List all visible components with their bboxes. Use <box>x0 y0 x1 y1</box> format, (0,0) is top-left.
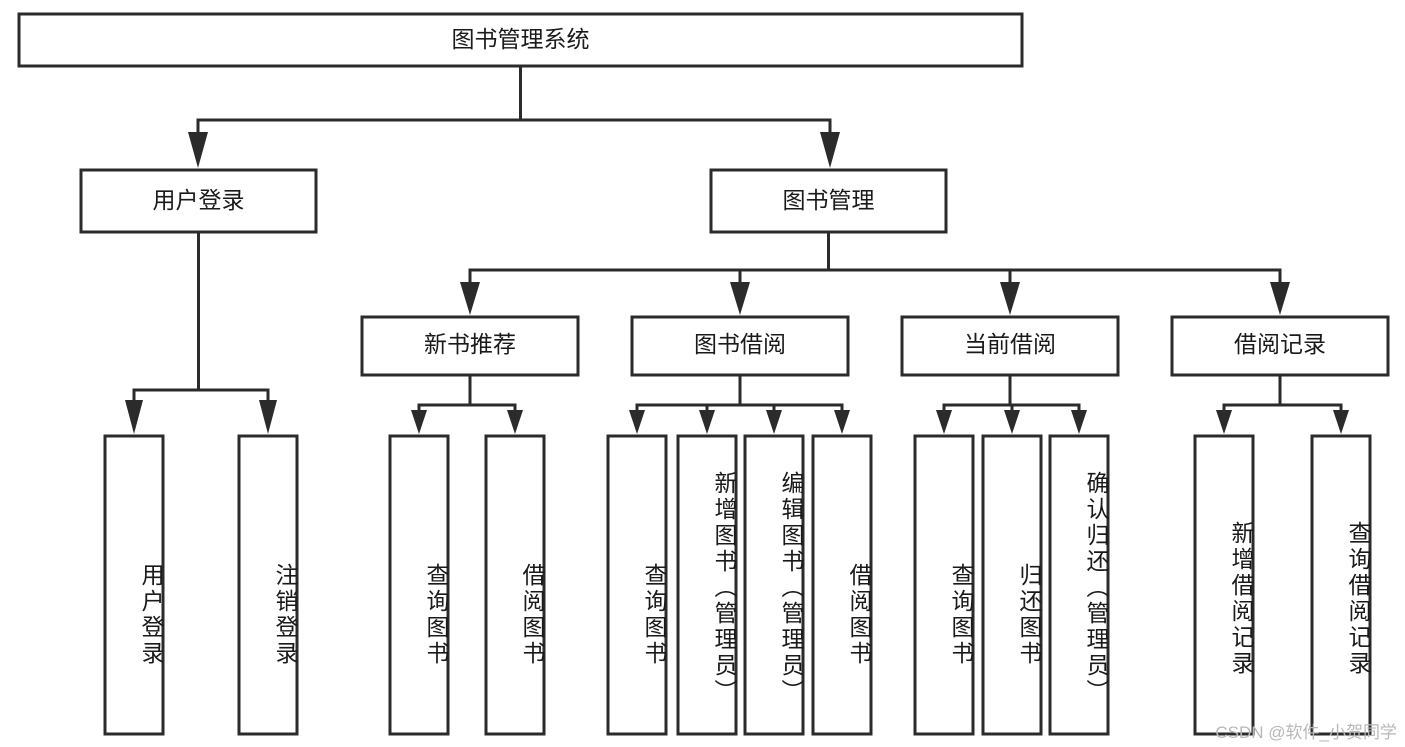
arrowhead-currentborrow-leaf-1 <box>936 410 952 434</box>
borrow-record-box-label: 借阅记录 <box>1234 331 1326 357</box>
user-login-box-label: 用户登录 <box>153 187 245 213</box>
node-book-management[interactable]: 图书管理 <box>709 168 948 234</box>
current-borrow-box-label: 当前借阅 <box>964 331 1056 357</box>
leaf-box-rect-5[interactable] <box>676 434 738 736</box>
book-management-box-label: 图书管理 <box>783 187 875 213</box>
arrowhead-leaf-logout-login <box>259 400 277 434</box>
node-new-book-recommend[interactable]: 新书推荐 <box>360 315 580 377</box>
arrowhead-borrowrecord-leaf-1 <box>1216 410 1232 434</box>
node-root[interactable]: 图书管理系统 <box>17 12 1024 68</box>
arrowhead-borrow-record <box>1270 282 1290 315</box>
node-borrow-record[interactable]: 借阅记录 <box>1170 315 1390 377</box>
leaf-box-rect-10[interactable] <box>1048 434 1110 736</box>
arrowhead-new-book-recommend <box>460 282 480 315</box>
arrowhead-leaf-user-login <box>125 400 143 434</box>
current-borrow-box-rect[interactable] <box>900 315 1120 377</box>
node-current-borrow[interactable]: 当前借阅 <box>900 315 1120 377</box>
arrowhead-book-manage <box>820 132 840 168</box>
arrowhead-currentborrow-leaf-2 <box>1004 410 1020 434</box>
leaf-box-rect-6[interactable] <box>743 434 805 736</box>
arrowhead-book-borrow <box>730 282 750 315</box>
arrowhead-borrowrecord-leaf-2 <box>1333 410 1349 434</box>
leaf-box-rect-3[interactable] <box>484 434 546 736</box>
arrowhead-bookborrow-leaf-4 <box>834 410 850 434</box>
leaf-box-rect-7[interactable] <box>811 434 873 736</box>
arrowhead-newbook-leaf-1 <box>411 410 427 434</box>
book-borrow-box-rect[interactable] <box>630 315 850 377</box>
leaf-box-rect-9[interactable] <box>981 434 1043 736</box>
arrowhead-bookborrow-leaf-2 <box>699 410 715 434</box>
leaf-box-rect-0[interactable] <box>103 434 165 736</box>
arrowhead-bookborrow-leaf-1 <box>629 410 645 434</box>
node-user-login[interactable]: 用户登录 <box>79 168 318 234</box>
leaf-box-rect-11[interactable] <box>1193 434 1255 736</box>
root-box-rect[interactable] <box>17 12 1024 68</box>
new-book-recommend-box-rect[interactable] <box>360 315 580 377</box>
leaf-box-rect-2[interactable] <box>388 434 450 736</box>
root-box-label: 图书管理系统 <box>452 26 590 52</box>
arrowhead-currentborrow-leaf-3 <box>1071 410 1087 434</box>
arrowhead-user-login <box>188 132 208 168</box>
new-book-recommend-box-label: 新书推荐 <box>424 331 516 357</box>
arrowhead-current-borrow <box>1000 282 1020 315</box>
book-management-box-rect[interactable] <box>709 168 948 234</box>
borrow-record-box-rect[interactable] <box>1170 315 1390 377</box>
leaf-box-rect-1[interactable] <box>237 434 299 736</box>
leaf-box-rect-12[interactable] <box>1310 434 1372 736</box>
book-borrow-box-label: 图书借阅 <box>694 331 786 357</box>
leaf-box-rect-8[interactable] <box>913 434 975 736</box>
csdn-watermark: CSDN @软件_小贺同学 <box>1215 723 1397 742</box>
leaf-box-rect-4[interactable] <box>606 434 668 736</box>
node-book-borrow[interactable]: 图书借阅 <box>630 315 850 377</box>
arrowhead-bookborrow-leaf-3 <box>766 410 782 434</box>
arrowhead-newbook-leaf-2 <box>507 410 523 434</box>
